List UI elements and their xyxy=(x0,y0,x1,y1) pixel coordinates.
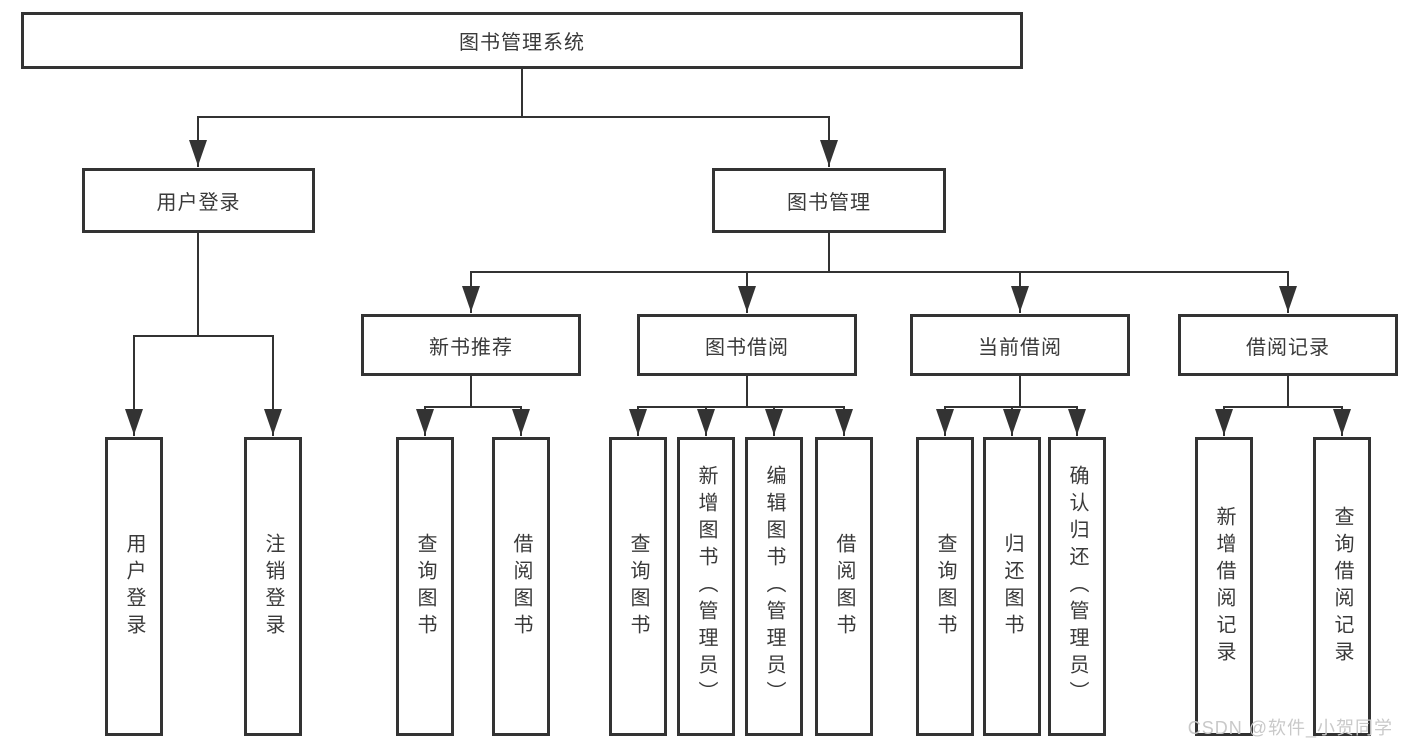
leaf-current-confirm-return-admin: 确认归还（管理员） xyxy=(1048,437,1106,736)
leaf-record-query: 查询借阅记录 xyxy=(1313,437,1371,736)
connector-currentborrow-to-leaves xyxy=(936,375,1086,436)
leaf-current-return-book: 归还图书 xyxy=(983,437,1041,736)
node-root: 图书管理系统 xyxy=(21,12,1023,69)
connector-newbook-to-leaves xyxy=(416,375,530,436)
leaf-logout: 注销登录 xyxy=(244,437,302,736)
csdn-watermark: CSDN @软件_小贺同学 xyxy=(1187,718,1393,738)
connector-bookmgmt-to-level3 xyxy=(462,232,1297,313)
connector-userlogin-to-leaves xyxy=(125,232,282,436)
leaf-user-login: 用户登录 xyxy=(105,437,163,736)
leaf-newbook-borrow-book: 借阅图书 xyxy=(492,437,550,736)
leaf-current-query-book: 查询图书 xyxy=(916,437,974,736)
connector-root-to-level2 xyxy=(189,68,838,167)
leaf-borrow-query-book: 查询图书 xyxy=(609,437,667,736)
leaf-borrow-borrow-book: 借阅图书 xyxy=(815,437,873,736)
leaf-newbook-query-book: 查询图书 xyxy=(396,437,454,736)
node-current-borrow: 当前借阅 xyxy=(910,314,1130,376)
leaf-record-add: 新增借阅记录 xyxy=(1195,437,1253,736)
node-new-book-recommend: 新书推荐 xyxy=(361,314,581,376)
node-book-management: 图书管理 xyxy=(712,168,946,233)
leaf-borrow-add-book-admin: 新增图书（管理员） xyxy=(677,437,735,736)
node-book-borrow: 图书借阅 xyxy=(637,314,857,376)
connector-borrowrecord-to-leaves xyxy=(1215,375,1351,436)
connector-bookborrow-to-leaves xyxy=(629,375,853,436)
node-borrow-record: 借阅记录 xyxy=(1178,314,1398,376)
node-user-login: 用户登录 xyxy=(82,168,315,233)
leaf-borrow-edit-book-admin: 编辑图书（管理员） xyxy=(745,437,803,736)
